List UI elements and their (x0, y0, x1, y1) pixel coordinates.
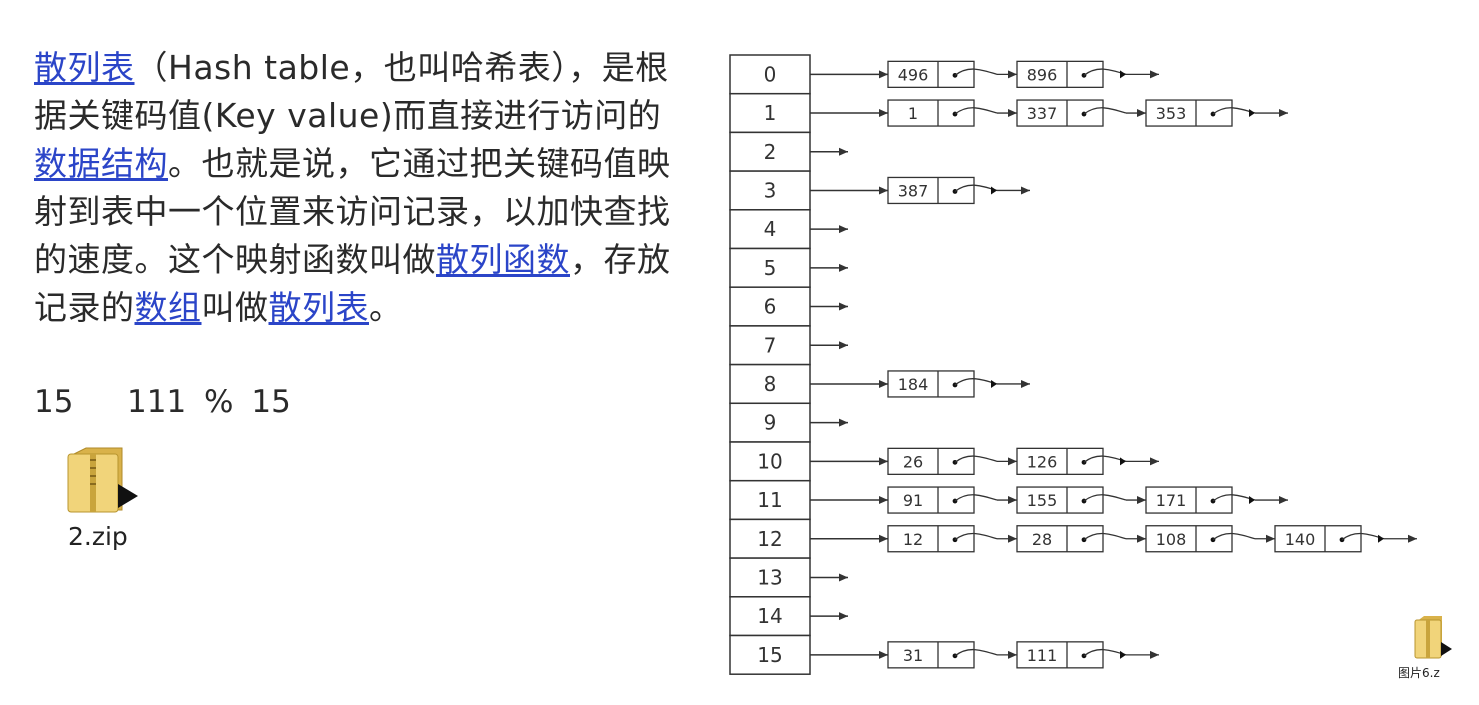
next-pointer-curve (954, 68, 998, 76)
link-hash-table-2[interactable]: 散列表 (268, 288, 369, 327)
node-value: 91 (903, 491, 923, 510)
list-node (887, 176, 975, 205)
link-hash-function[interactable]: 散列函数 (436, 240, 570, 279)
node-value: 387 (898, 181, 929, 200)
node-value: 184 (898, 375, 929, 394)
bucket-cell (729, 634, 811, 675)
file-name-label: 2.zip (68, 522, 128, 551)
description-text-5: 。 (369, 288, 403, 327)
list-node (1145, 486, 1233, 514)
next-pointer-curve (954, 648, 998, 657)
list-node (1274, 525, 1362, 553)
list-node (1016, 60, 1104, 88)
next-pointer-curve (954, 494, 998, 502)
list-node (1016, 447, 1104, 476)
link-hash-table[interactable]: 散列表 (34, 48, 135, 87)
bucket-cell (729, 557, 811, 598)
next-pointer-curve (1083, 494, 1127, 502)
list-node (1145, 525, 1233, 553)
bucket-index: 8 (764, 372, 777, 396)
list-node (887, 370, 975, 398)
node-value: 31 (903, 646, 923, 665)
list-node (887, 486, 975, 514)
node-value: 337 (1027, 104, 1058, 123)
list-node (1016, 99, 1104, 127)
list-node (887, 641, 975, 669)
node-value: 896 (1027, 65, 1058, 84)
link-data-structure[interactable]: 数据结构 (34, 144, 168, 183)
bucket-index: 13 (757, 565, 782, 589)
arrow-tip (991, 186, 997, 195)
arrow-tip (1120, 457, 1126, 466)
bucket-index: 3 (764, 178, 777, 202)
zip-folder-icon (67, 447, 138, 513)
arrow-tip (1378, 534, 1384, 543)
bucket-cell (729, 479, 811, 521)
node-value: 353 (1156, 104, 1187, 123)
bucket-index: 12 (757, 527, 782, 551)
bucket-cell (729, 325, 811, 366)
next-pointer-curve (1212, 532, 1256, 541)
zip-folder-icon (1414, 616, 1452, 659)
node-value: 108 (1156, 530, 1187, 549)
arrow-tip (991, 379, 997, 388)
file-picture6-zip[interactable]: 图片6.z (1398, 612, 1458, 682)
node-value: 155 (1027, 491, 1058, 510)
bucket-index: 4 (764, 217, 777, 241)
list-node (887, 525, 975, 553)
list-node (1016, 525, 1104, 553)
bucket-index: 11 (757, 488, 782, 512)
node-value: 26 (903, 452, 923, 471)
link-array[interactable]: 数组 (134, 288, 202, 327)
list-node (887, 447, 975, 476)
node-value: 496 (898, 65, 929, 84)
file-2-zip[interactable]: 2.zip (64, 440, 144, 560)
bucket-index: 1 (764, 101, 777, 125)
bucket-cell (729, 209, 811, 250)
node-value: 140 (1285, 530, 1316, 549)
arrow-tip (1120, 650, 1126, 659)
list-node (1016, 486, 1104, 514)
list-node (887, 60, 975, 88)
bucket-index: 14 (757, 604, 782, 628)
formula-text: 15 111 % 15 (34, 384, 291, 420)
description-text-1: （Hash table，也叫哈希表），是根据关键码值(Key value)而直接… (34, 48, 669, 135)
next-pointer-curve (1083, 532, 1127, 541)
arrow-tip (1249, 109, 1255, 118)
bucket-cell (729, 518, 811, 559)
list-node (887, 99, 975, 127)
description-text-3: ，存放记录的 (34, 240, 671, 327)
bucket-index: 9 (764, 411, 777, 435)
bucket-cell (729, 363, 811, 405)
list-node (1145, 99, 1233, 127)
bucket-cell (729, 54, 811, 95)
arrow-tip (1120, 70, 1126, 79)
next-pointer-curve (954, 455, 998, 463)
bucket-index: 5 (764, 256, 777, 280)
next-pointer-curve (1083, 107, 1127, 115)
node-value: 1 (908, 104, 918, 123)
bucket-index: 15 (757, 643, 782, 667)
list-node (1016, 641, 1104, 669)
node-value: 12 (903, 530, 923, 549)
next-pointer-curve (954, 532, 998, 541)
node-value: 126 (1027, 452, 1058, 471)
file-name-label: 图片6.z (1398, 666, 1440, 680)
bucket-cell (729, 247, 811, 288)
arrow-tip (1249, 496, 1255, 505)
description-text-2: 。也就是说，它通过把关键码值映射到表中一个位置来访问记录，以加快查找的速度。这个… (34, 144, 671, 279)
bucket-index: 0 (764, 62, 777, 86)
node-value: 111 (1027, 646, 1058, 665)
description-text-4: 叫做 (201, 288, 269, 327)
bucket-index: 10 (757, 449, 782, 473)
hash-table-description: 散列表（Hash table，也叫哈希表），是根据关键码值(Key value)… (34, 44, 684, 332)
next-pointer-curve (954, 107, 998, 115)
node-value: 171 (1156, 491, 1187, 510)
bucket-cell (729, 441, 811, 482)
node-value: 28 (1032, 530, 1052, 549)
bucket-index: 6 (764, 295, 777, 319)
bucket-index: 7 (764, 333, 777, 357)
bucket-index: 2 (764, 140, 777, 164)
